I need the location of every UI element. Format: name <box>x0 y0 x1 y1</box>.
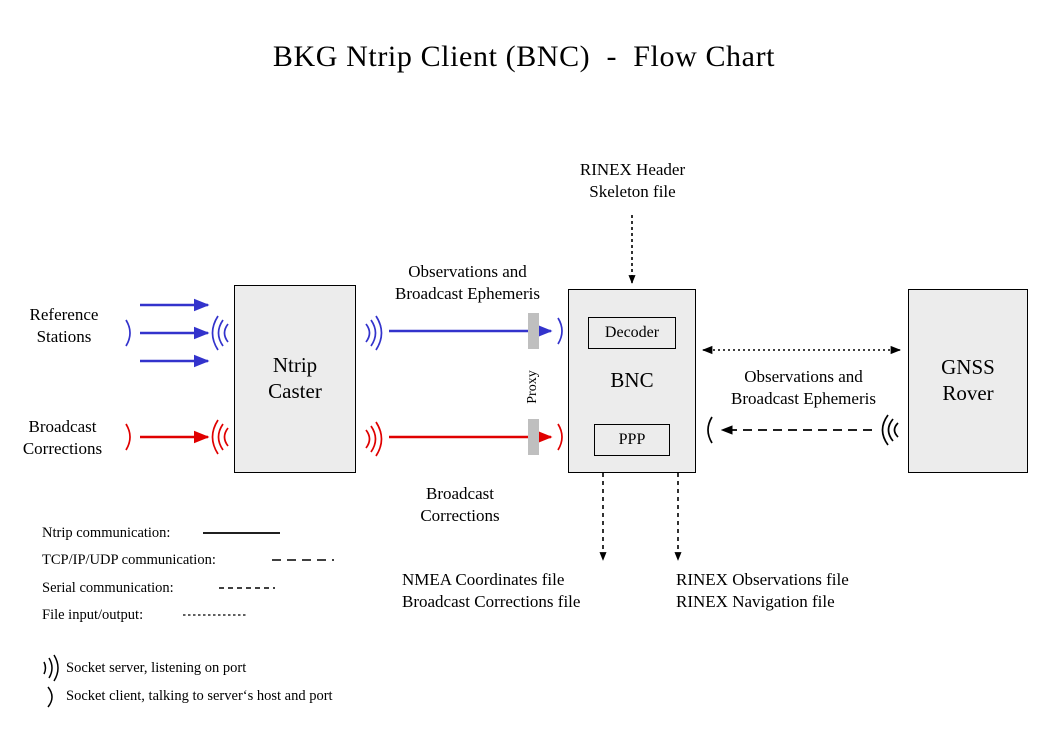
socket-client-bnc-rover <box>707 416 713 444</box>
rinex-output-label: RINEX Observations file RINEX Navigation… <box>676 570 849 612</box>
legend-socket-client-icon <box>47 686 53 708</box>
legend-label-tcp: TCP/IP/UDP communication: <box>42 552 216 568</box>
socket-client-broadcast-corrections <box>125 423 131 451</box>
broadcast-corrections-left-label: Broadcast Corrections <box>22 417 103 459</box>
nmea-output-label: NMEA Coordinates file Broadcast Correcti… <box>402 570 581 612</box>
observations-ephemeris-top-label: Observations and Broadcast Ephemeris <box>395 262 540 304</box>
decoder-label: Decoder <box>604 324 660 341</box>
socket-server-caster-out-blue <box>365 315 383 351</box>
ppp-label: PPP <box>618 431 646 448</box>
legend-row-ntrip: Ntrip communication: <box>42 525 170 542</box>
bnc-label: BNC <box>610 368 654 393</box>
legend-row-socket-server: Socket server, listening on port <box>66 660 246 677</box>
reference-stations-label: Reference Stations <box>29 305 99 347</box>
socket-server-caster-in-red <box>211 419 229 455</box>
legend-socket-server-label: Socket server, listening on port <box>66 660 247 676</box>
socket-client-reference-stations <box>125 319 131 347</box>
decoder-box[interactable]: Decoder <box>588 317 676 349</box>
socket-client-bnc-in-blue <box>557 317 563 345</box>
proxy-bar-bottom <box>528 419 539 455</box>
socket-client-bnc-in-red <box>557 423 563 451</box>
gnss-rover-box[interactable]: GNSS Rover <box>908 289 1028 473</box>
legend-socket-client-label: Socket client, talking to server‘s host … <box>66 688 333 704</box>
socket-server-rover <box>881 414 899 446</box>
page-title: BKG Ntrip Client (BNC) - Flow Chart <box>272 40 776 73</box>
legend-socket-server-icon <box>43 654 59 682</box>
reference-station-arrows <box>140 298 210 368</box>
ppp-box[interactable]: PPP <box>594 424 670 456</box>
legend-row-file-io: File input/output: <box>42 607 143 624</box>
observations-ephemeris-right-label: Observations and Broadcast Ephemeris <box>731 367 876 409</box>
rinex-header-skeleton-label: RINEX Header Skeleton file <box>579 160 686 202</box>
proxy-label: Proxy <box>525 370 540 404</box>
legend-label-file-io: File input/output: <box>42 607 144 623</box>
legend-label-ntrip: Ntrip communication: <box>42 525 171 541</box>
socket-server-caster-in-blue <box>211 315 229 351</box>
socket-server-caster-out-red <box>365 421 383 457</box>
legend-row-tcp: TCP/IP/UDP communication: <box>42 552 216 569</box>
broadcast-corrections-mid-label: Broadcast Corrections <box>420 484 500 526</box>
ntrip-caster-label: Ntrip Caster <box>268 353 322 403</box>
proxy-bar-top <box>528 313 539 349</box>
ntrip-caster-box[interactable]: Ntrip Caster <box>234 285 356 473</box>
gnss-rover-label: GNSS Rover <box>941 355 995 405</box>
legend-label-serial: Serial communication: <box>42 580 174 596</box>
legend-row-socket-client: Socket client, talking to server‘s host … <box>66 688 333 705</box>
legend-row-serial: Serial communication: <box>42 580 174 597</box>
